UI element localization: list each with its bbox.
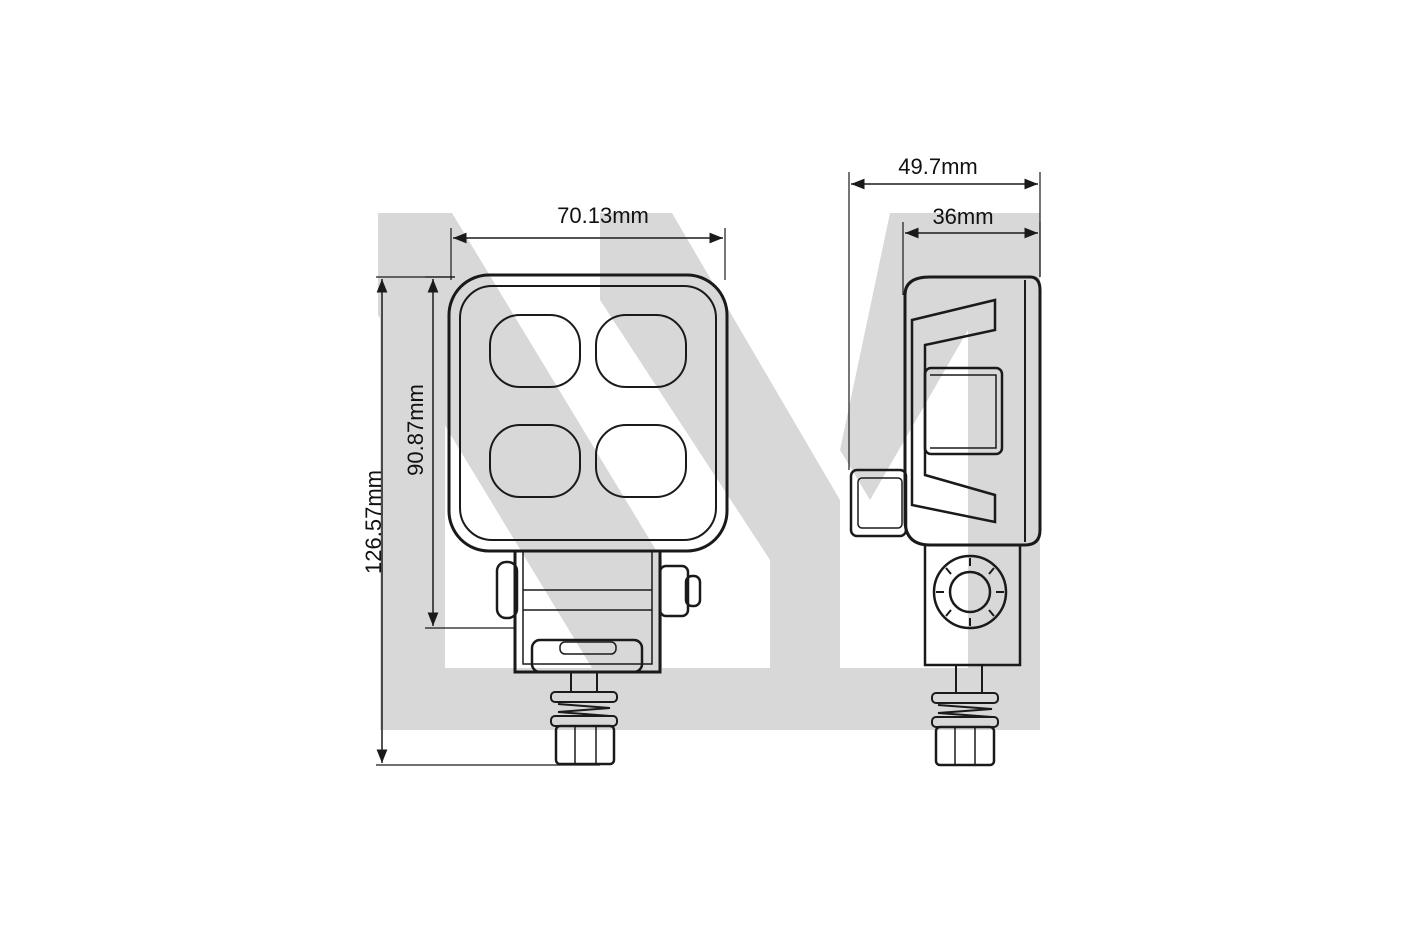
front-width-label: 70.13mm <box>557 203 649 228</box>
front-height-label: 90.87mm <box>403 384 428 476</box>
dimension-overall-height: 126.57mm <box>361 276 600 766</box>
dimension-front-height: 90.87mm <box>403 276 515 629</box>
side-adjust-disk <box>932 554 1008 630</box>
front-housing <box>447 273 729 553</box>
front-housing-inner <box>459 285 717 541</box>
led-lens-bottom-right <box>595 424 687 498</box>
side-body-label: 36mm <box>932 204 993 229</box>
side-bolt <box>931 664 999 767</box>
dimension-front-width: 70.13mm <box>450 203 726 280</box>
side-view <box>849 275 1042 667</box>
dimension-side-body: 36mm <box>902 204 1041 295</box>
led-lens-bottom-left <box>489 424 581 498</box>
side-total-label: 49.7mm <box>898 154 977 179</box>
front-bolt <box>550 671 618 766</box>
side-housing <box>903 275 1042 547</box>
front-view <box>447 273 729 766</box>
led-lens-top-left <box>489 314 581 388</box>
overall-height-label: 126.57mm <box>361 470 386 574</box>
led-lens-top-right <box>595 314 687 388</box>
